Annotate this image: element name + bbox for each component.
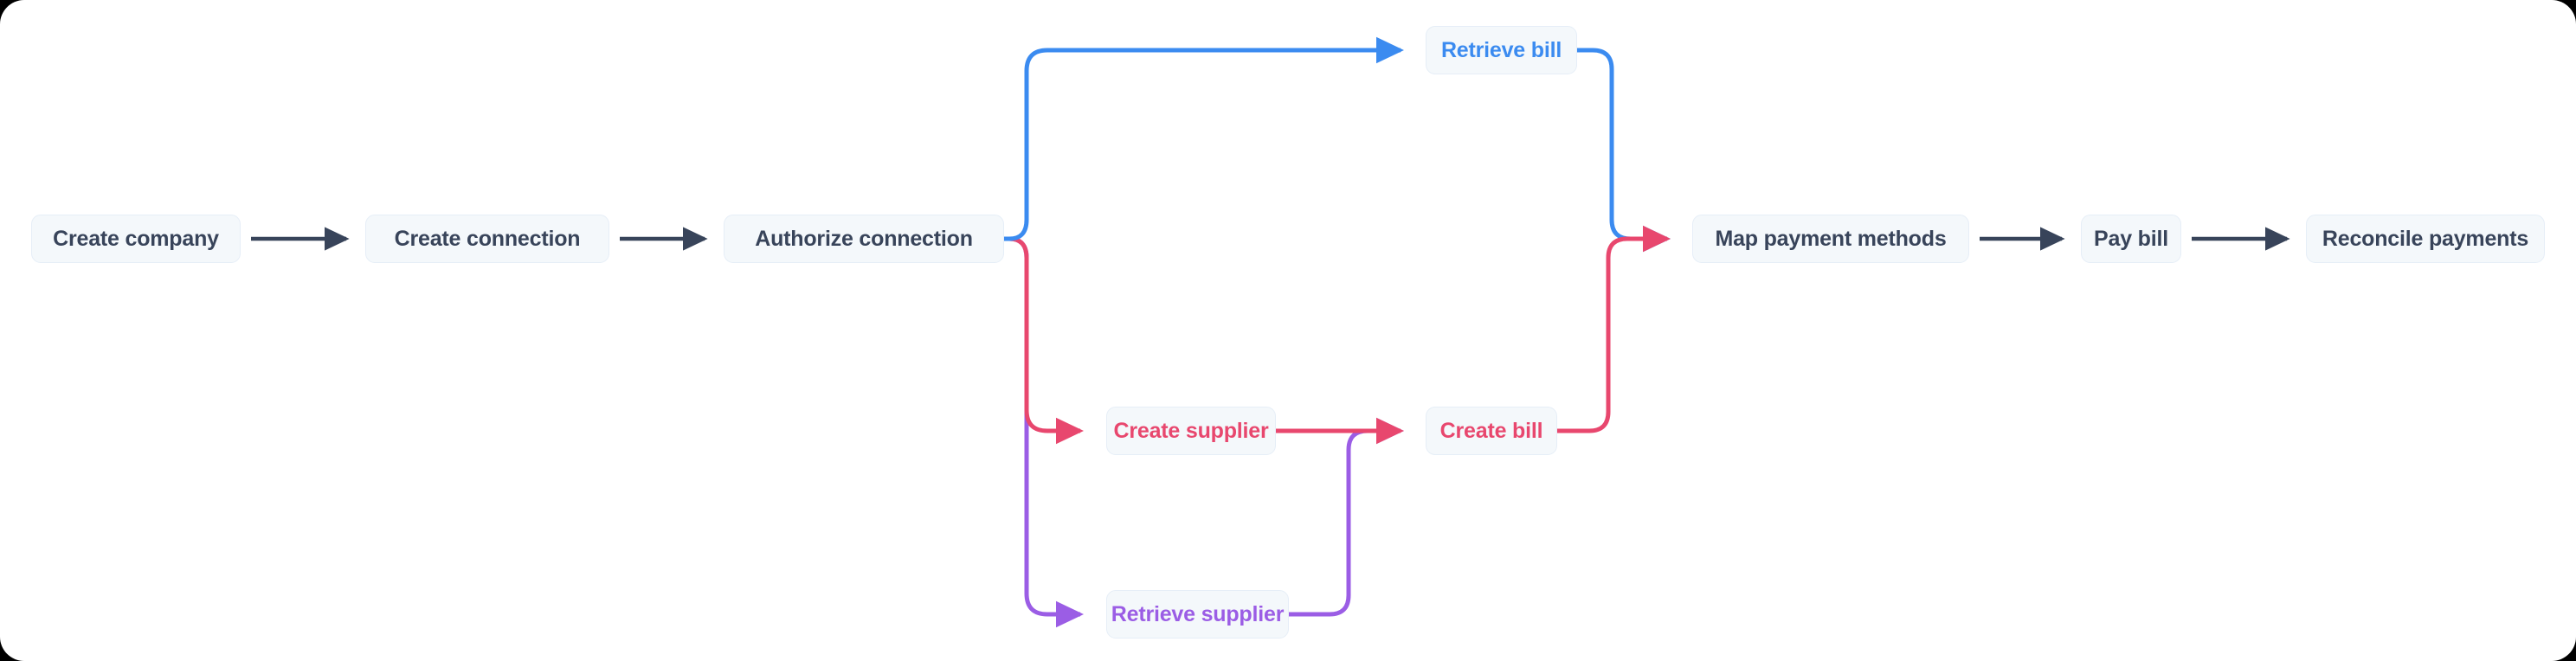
node-label: Retrieve bill <box>1440 37 1562 62</box>
node-label: Reconcile payments <box>2322 226 2529 251</box>
node-label: Create company <box>53 226 219 251</box>
node-label: Create connection <box>394 226 581 251</box>
node-label: Create supplier <box>1113 418 1269 443</box>
node-retrieve-bill[interactable]: Retrieve bill <box>1426 26 1577 74</box>
node-label: Map payment methods <box>1715 226 1947 251</box>
node-map-payment-methods[interactable]: Map payment methods <box>1692 215 1969 263</box>
node-label: Retrieve supplier <box>1111 601 1285 626</box>
node-authorize-connection[interactable]: Authorize connection <box>724 215 1004 263</box>
edge-authorize-connection-to-retrieve-supplier <box>1004 236 1085 628</box>
node-retrieve-supplier[interactable]: Retrieve supplier <box>1106 590 1289 639</box>
edge-authorize-connection-to-create-supplier <box>1004 236 1085 445</box>
node-label: Authorize connection <box>755 226 973 251</box>
node-create-supplier[interactable]: Create supplier <box>1106 407 1276 455</box>
edge-authorize-connection-to-retrieve-bill <box>1004 36 1405 241</box>
node-create-bill[interactable]: Create bill <box>1426 407 1557 455</box>
node-reconcile-payments[interactable]: Reconcile payments <box>2306 215 2545 263</box>
node-label: Create bill <box>1439 418 1543 443</box>
edge-retrieve-supplier-to-create-bill <box>1289 417 1405 617</box>
edge-retrieve-bill-to-map-payment-methods <box>1577 48 1671 253</box>
node-pay-bill[interactable]: Pay bill <box>2081 215 2181 263</box>
edge-create-bill-to-map-payment-methods <box>1557 225 1671 433</box>
node-create-connection[interactable]: Create connection <box>365 215 609 263</box>
node-label: Pay bill <box>2094 226 2168 251</box>
node-create-company[interactable]: Create company <box>31 215 241 263</box>
